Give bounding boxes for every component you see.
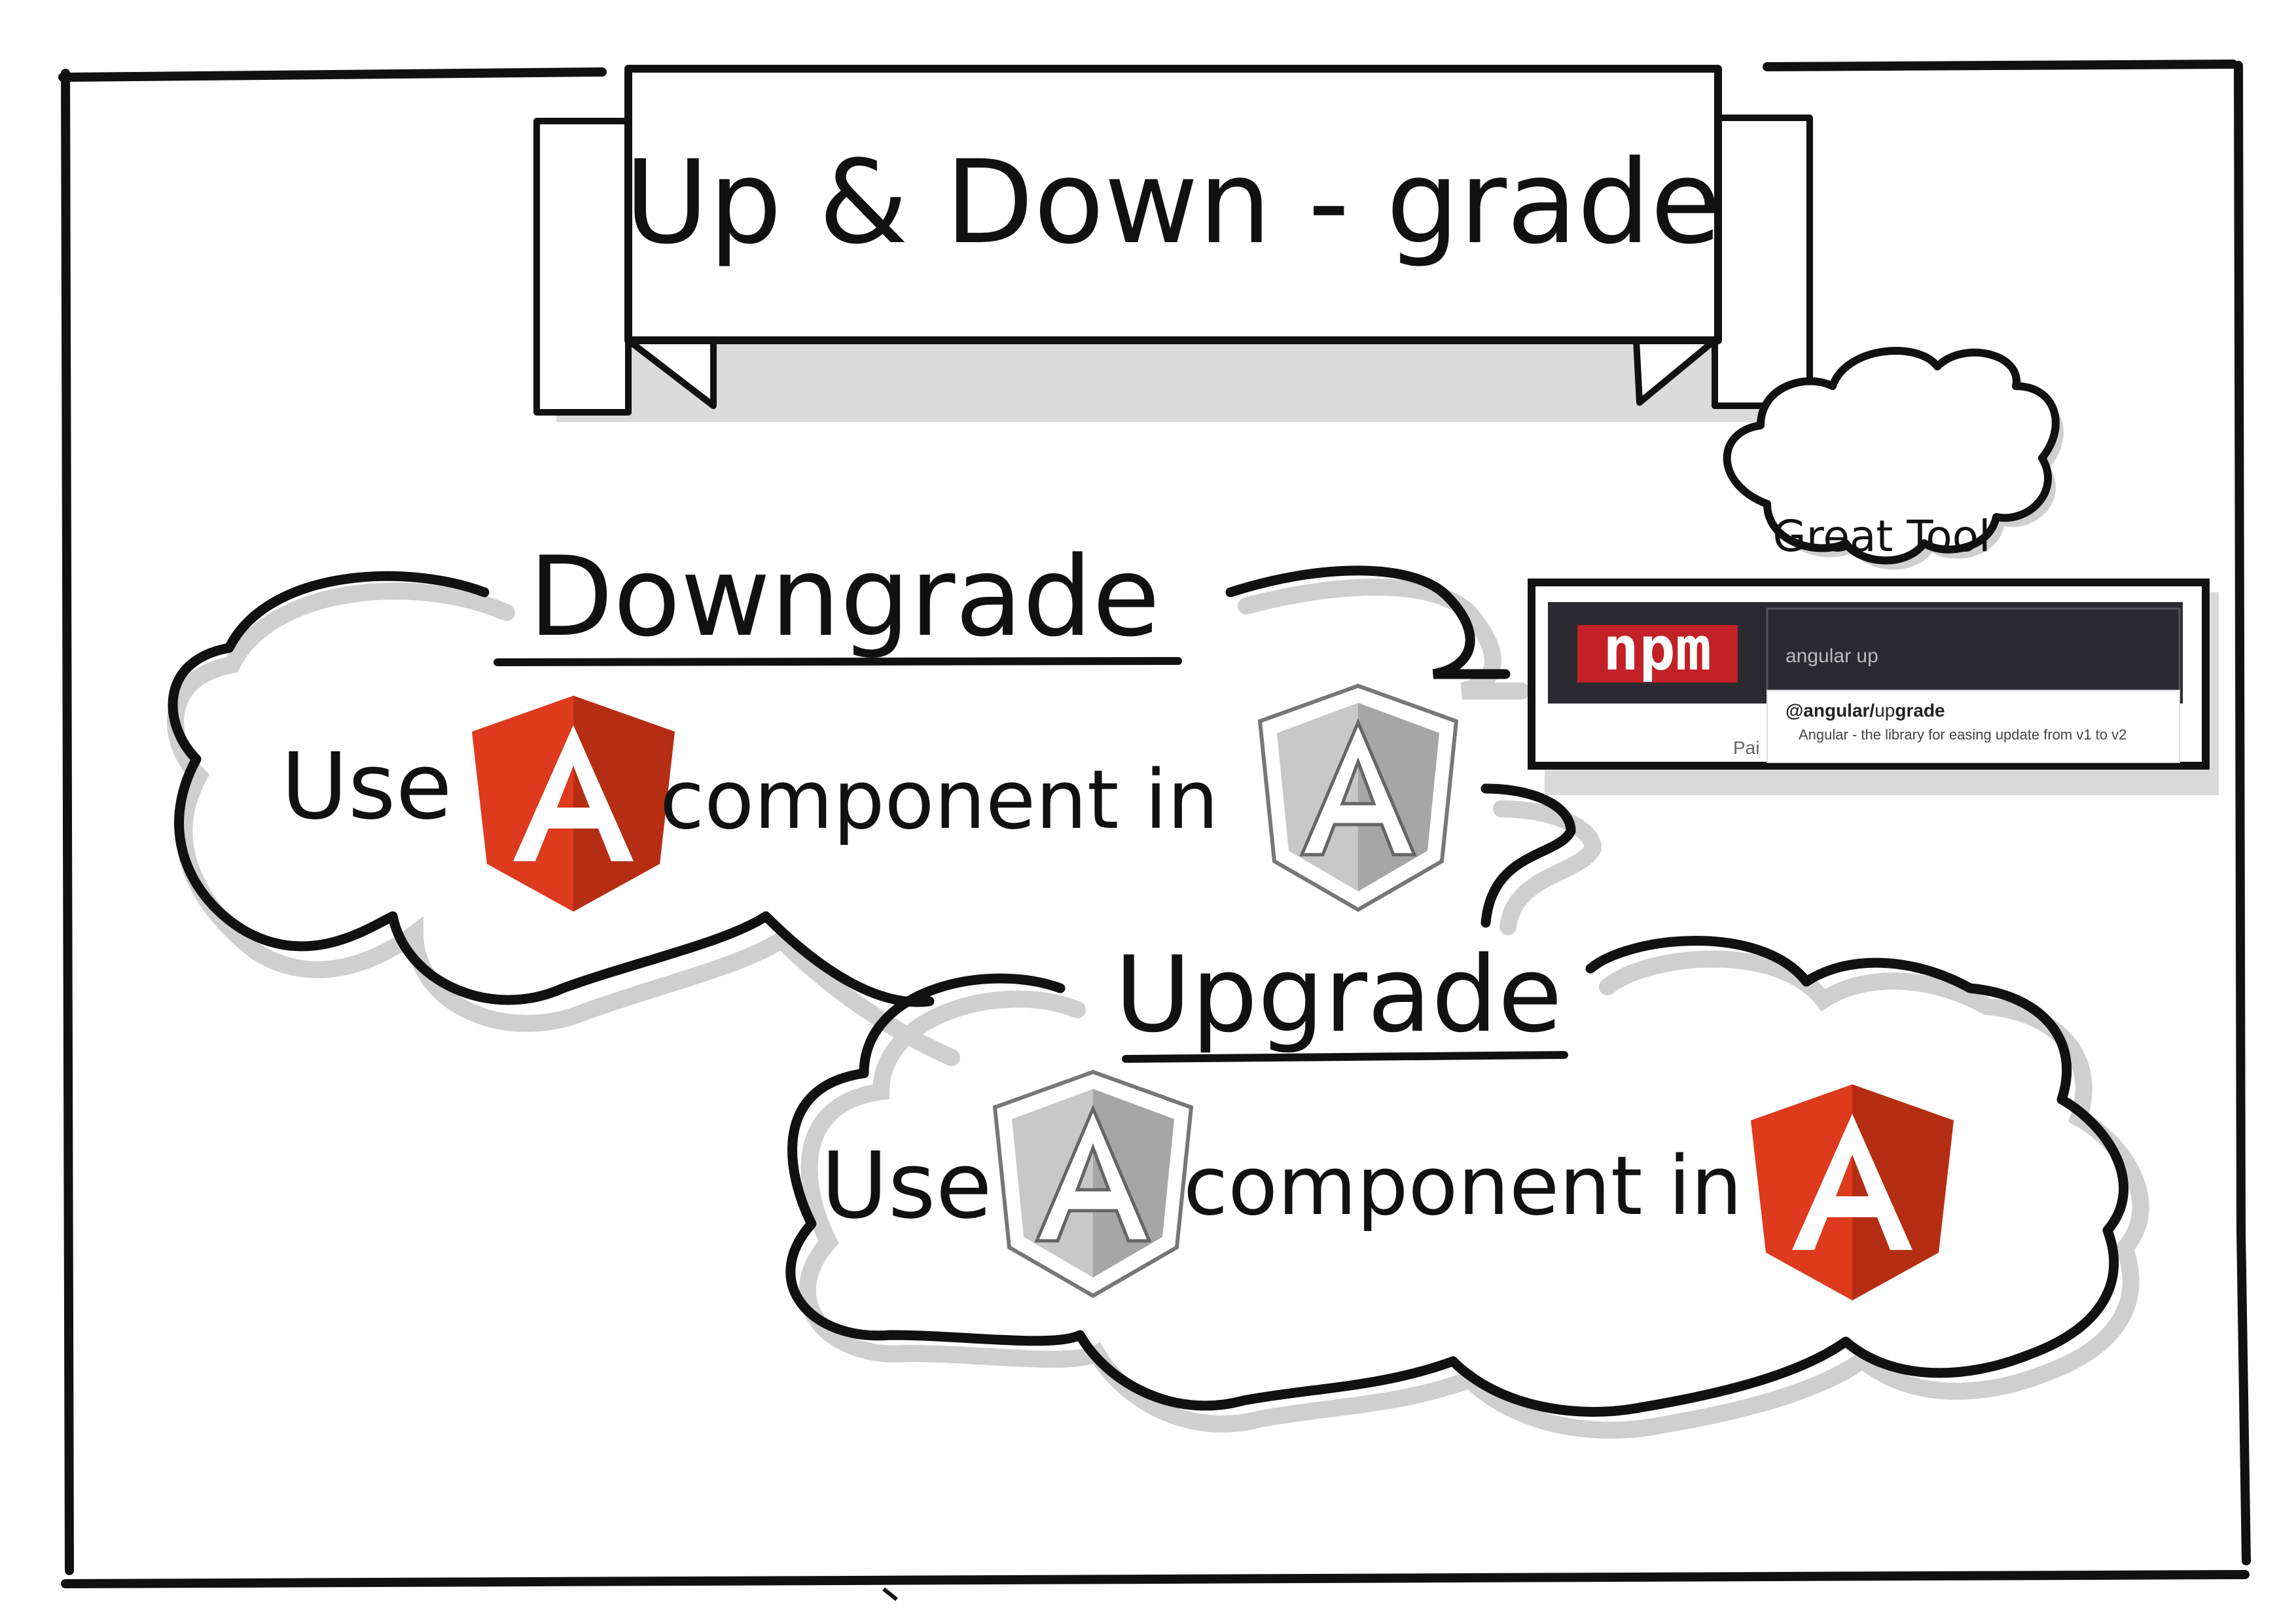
npm-result-item[interactable]	[1767, 690, 2180, 763]
upgrade-cloud: Upgrade Use component in	[785, 933, 2149, 1439]
npm-screenshot: npm angular up @angular/upgrade Angular …	[1528, 579, 2219, 795]
downgrade-phrase: component in	[660, 753, 1219, 847]
great-tool-label: Great Tool	[1773, 511, 1991, 562]
npm-logo: npm	[1577, 614, 1738, 684]
title-banner: Up & Down - grade	[533, 65, 1813, 422]
upgrade-heading: Upgrade	[1115, 933, 1562, 1056]
npm-search-value: angular up	[1785, 645, 1878, 667]
downgrade-heading: Downgrade	[529, 533, 1160, 661]
angular-red-logo	[1751, 1084, 1954, 1300]
npm-result-name: @angular/upgrade	[1785, 700, 1945, 721]
npm-cut-text: Pai	[1733, 738, 1759, 758]
angularjs-gray-logo	[995, 1072, 1191, 1296]
banner-title: Up & Down - grade	[624, 135, 1721, 270]
upgrade-use-label: Use	[821, 1133, 992, 1240]
great-tool-cloud: Great Tool	[1723, 347, 2064, 570]
svg-text:npm: npm	[1603, 614, 1712, 684]
upgrade-phrase: component in	[1183, 1139, 1742, 1234]
angular-red-logo	[472, 696, 675, 912]
stray-mark	[882, 1587, 898, 1601]
npm-result-description: Angular - the library for easing update …	[1799, 726, 2126, 743]
angularjs-gray-logo	[1260, 686, 1456, 910]
downgrade-cloud: Downgrade Use component in	[167, 533, 1602, 1066]
downgrade-use-label: Use	[281, 734, 452, 840]
outer-frame	[58, 60, 2251, 1588]
npm-search-input[interactable]	[1766, 607, 2181, 692]
